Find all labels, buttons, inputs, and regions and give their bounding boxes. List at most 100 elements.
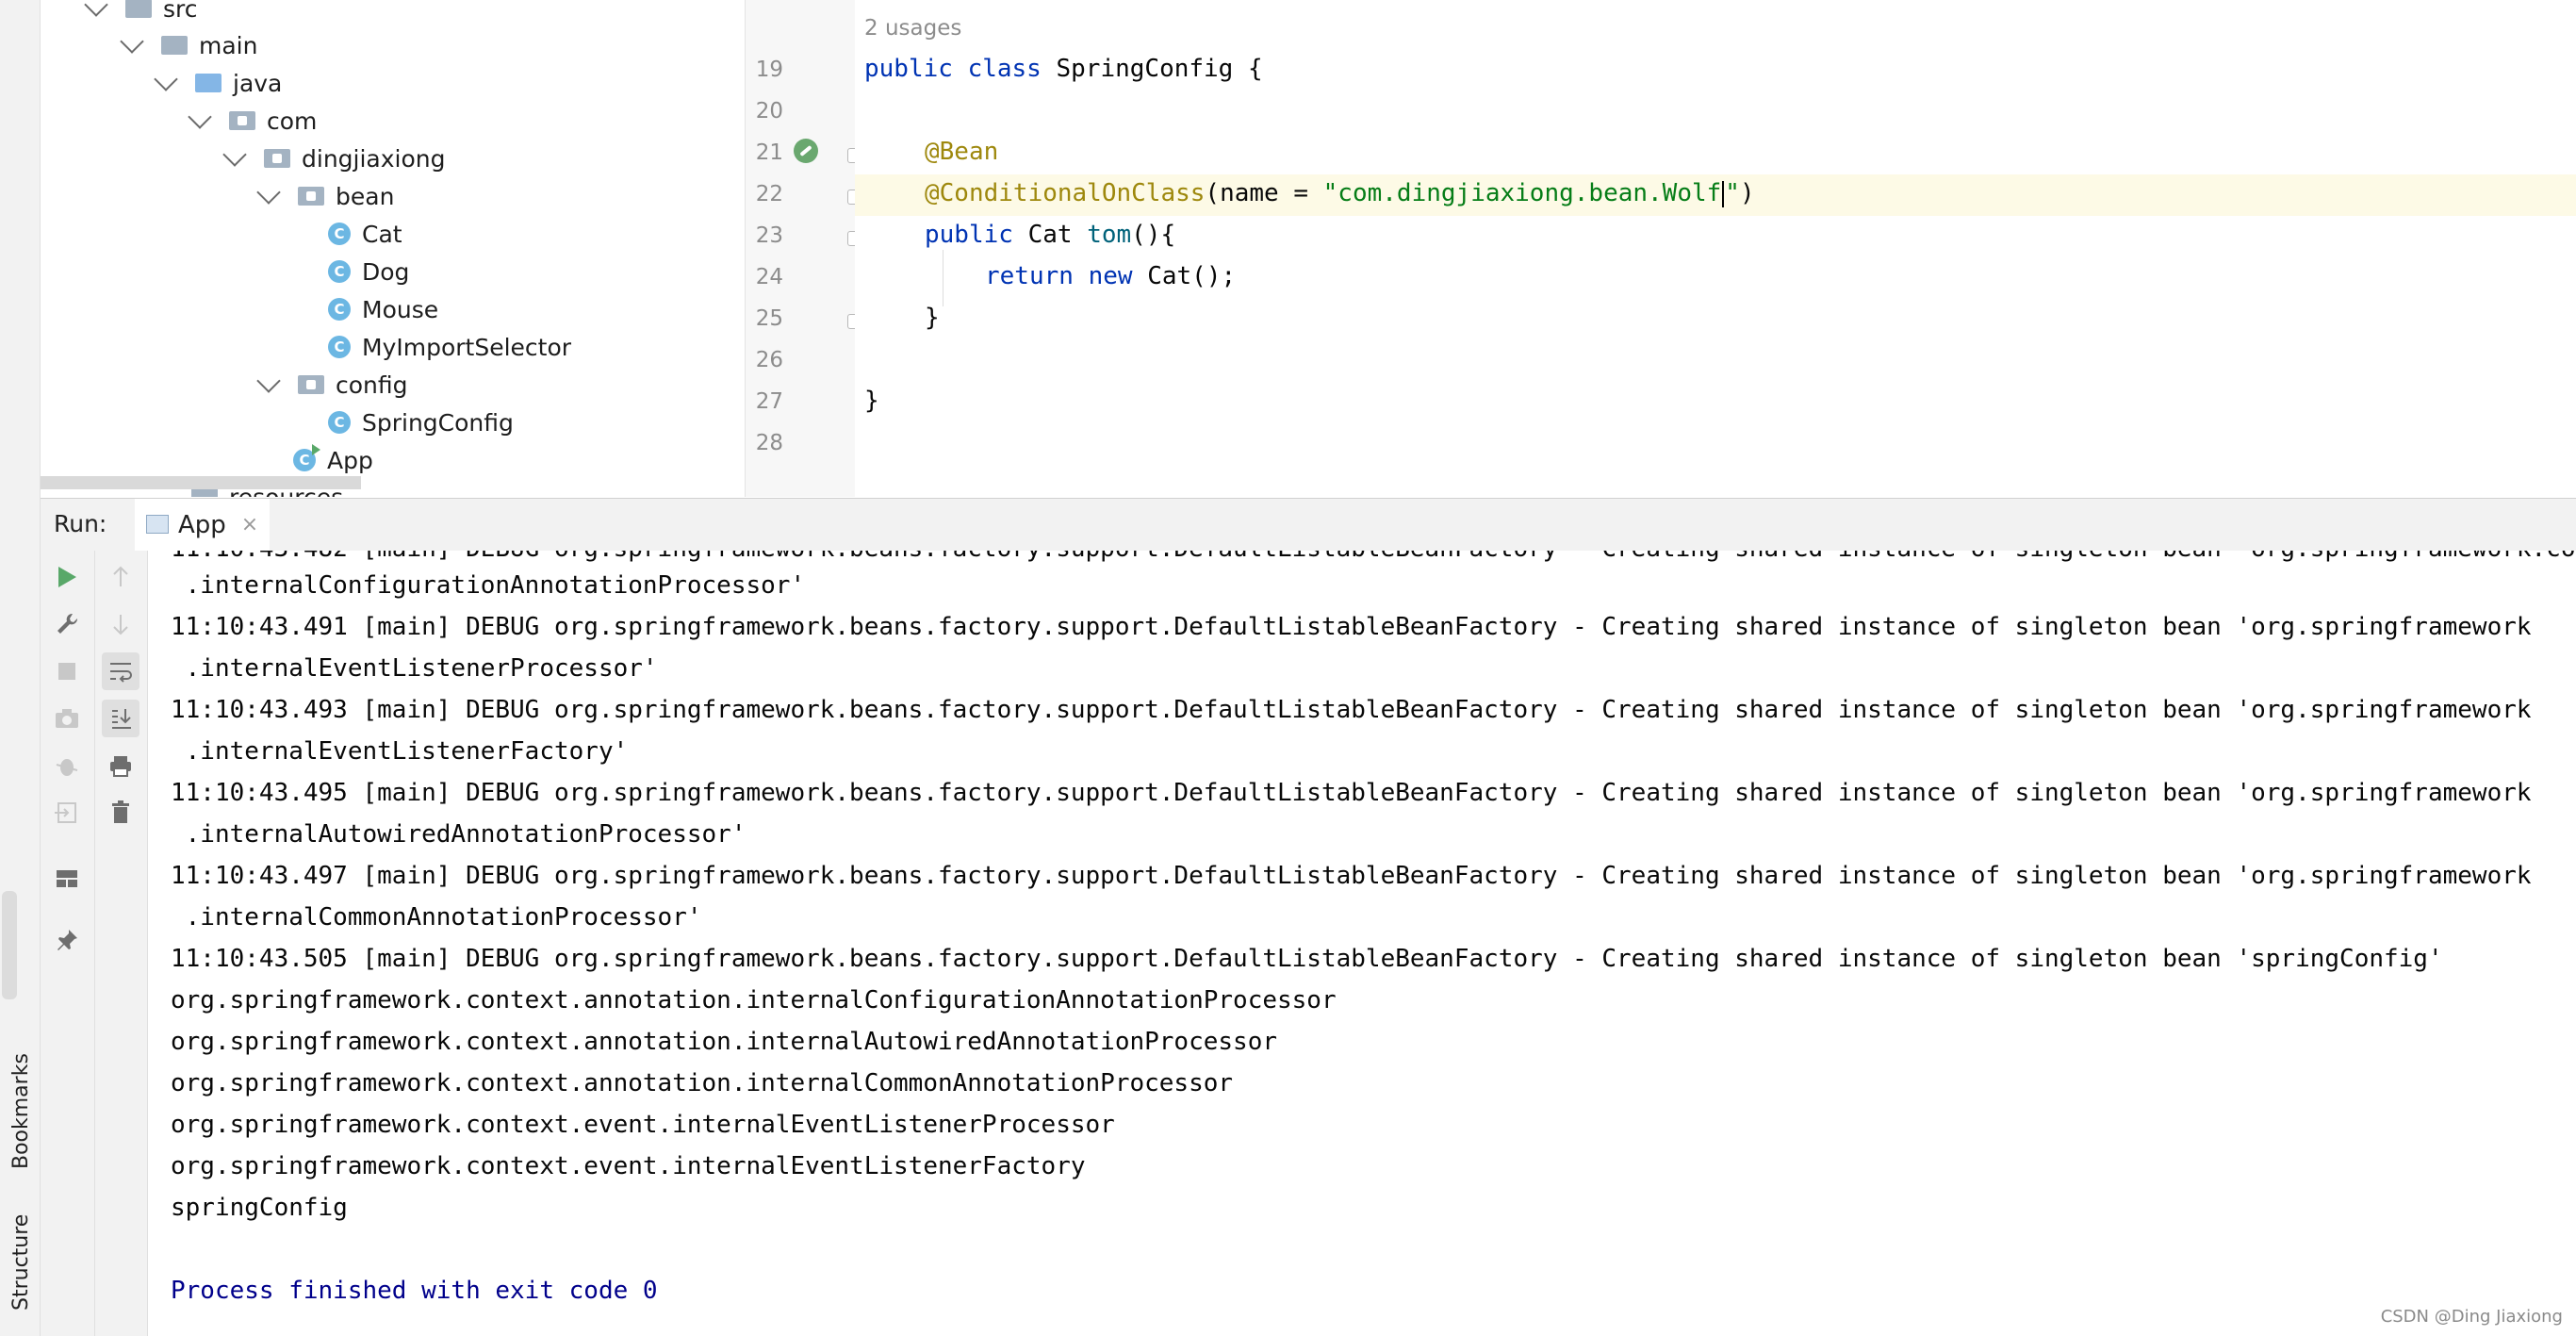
- tree-item-config[interactable]: config: [256, 367, 408, 403]
- tree-item-bean[interactable]: bean: [256, 178, 395, 214]
- line-number: 28: [755, 431, 783, 455]
- tree-item-label: java: [233, 69, 283, 97]
- run-toolbar-secondary: [95, 551, 148, 1336]
- code-line-25: }: [925, 304, 940, 332]
- chevron-down-icon[interactable]: [120, 29, 144, 54]
- tree-item-label: dingjiaxiong: [302, 144, 446, 173]
- close-icon[interactable]: ×: [240, 513, 259, 536]
- editor-gutter: 19 20 21 22 23 24 25 26 27 28: [745, 0, 862, 497]
- chevron-down-icon[interactable]: [84, 0, 108, 17]
- tree-item-main[interactable]: main: [120, 27, 258, 63]
- usages-hint[interactable]: 2 usages: [864, 16, 962, 41]
- code-line-27: }: [864, 387, 879, 415]
- left-tool-stripe: Bookmarks Structure: [0, 0, 41, 1336]
- tree-item-app[interactable]: C App: [293, 442, 373, 478]
- console-line: .internalEventListenerProcessor': [171, 654, 658, 683]
- package-icon: [298, 187, 324, 206]
- console-line: org.springframework.context.event.intern…: [171, 1152, 1086, 1180]
- tree-item-springconfig[interactable]: C SpringConfig: [328, 404, 514, 440]
- console-line: .internalCommonAnnotationProcessor': [171, 903, 702, 932]
- tree-item-mouse[interactable]: C Mouse: [328, 291, 438, 327]
- code-line-19: public class SpringConfig {: [864, 55, 1263, 83]
- layout-icon: [57, 870, 77, 887]
- package-icon: [229, 111, 255, 130]
- arrow-up-icon: [113, 566, 128, 586]
- layout-button[interactable]: [48, 860, 86, 898]
- chevron-down-icon[interactable]: [188, 105, 212, 129]
- code-editor[interactable]: 2 usages public class SpringConfig { @Be…: [855, 0, 2576, 497]
- line-number: 24: [755, 265, 783, 289]
- current-line-highlight: [855, 174, 2576, 216]
- chevron-down-icon[interactable]: [154, 67, 178, 91]
- console-line: 11:10:43.505 [main] DEBUG org.springfram…: [171, 945, 2443, 973]
- code-line-23: public Cat tom(){: [925, 221, 1176, 249]
- runnable-class-icon: C: [293, 444, 320, 471]
- app-tab-icon: [146, 515, 169, 534]
- watermark: CSDN @Ding Jiaxiong: [2380, 1307, 2563, 1327]
- tree-item-label: MyImportSelector: [362, 333, 572, 361]
- scroll-down-button[interactable]: [102, 605, 139, 643]
- tree-item-myimportselector[interactable]: C MyImportSelector: [328, 329, 571, 365]
- soft-wrap-button[interactable]: [102, 652, 139, 690]
- text-caret: [1722, 180, 1725, 207]
- tree-item-label: bean: [336, 182, 395, 210]
- structure-tab-label: Structure: [9, 1213, 33, 1311]
- modify-config-button[interactable]: [48, 605, 86, 643]
- tree-item-java[interactable]: java: [154, 65, 283, 101]
- run-tab-app[interactable]: App ×: [135, 499, 271, 553]
- line-number: 21: [755, 140, 783, 165]
- tree-item-dog[interactable]: C Dog: [328, 254, 409, 289]
- pin-tab-button[interactable]: [48, 921, 86, 959]
- line-number: 22: [755, 182, 783, 206]
- console-line: org.springframework.context.annotation.i…: [171, 1069, 1234, 1097]
- scroll-to-end-button[interactable]: [102, 700, 139, 737]
- stop-button[interactable]: [48, 652, 86, 690]
- console-line: 11:10:43.482 [main] DEBUG org.springfram…: [171, 551, 2576, 563]
- tree-horizontal-scrollbar[interactable]: [41, 476, 361, 489]
- class-icon: C: [328, 336, 351, 358]
- tree-item-label: Cat: [362, 220, 402, 248]
- console-line: org.springframework.context.annotation.i…: [171, 1028, 1277, 1056]
- line-number: 19: [755, 58, 783, 82]
- line-number: 26: [755, 348, 783, 372]
- tree-item-com[interactable]: com: [188, 103, 317, 139]
- line-number: 25: [755, 306, 783, 331]
- chevron-down-icon[interactable]: [222, 142, 247, 167]
- tree-item-label: App: [327, 446, 373, 474]
- structure-tab[interactable]: Structure: [0, 1214, 40, 1336]
- scroll-up-button[interactable]: [102, 558, 139, 596]
- rerun-button[interactable]: [48, 558, 86, 596]
- line-number: 27: [755, 389, 783, 414]
- tree-item-dingjiaxiong[interactable]: dingjiaxiong: [222, 140, 446, 176]
- run-toolbar-primary: [41, 551, 95, 1336]
- dump-threads-button[interactable]: [48, 700, 86, 737]
- process-finished-line: Process finished with exit code 0: [171, 1277, 658, 1305]
- printer-icon: [110, 756, 131, 777]
- exit-button[interactable]: [48, 794, 86, 832]
- bookmarks-tab-label: Bookmarks: [9, 1053, 33, 1169]
- package-icon: [298, 375, 324, 394]
- source-folder-icon: [195, 74, 222, 92]
- code-line-21: @Bean: [925, 138, 999, 166]
- class-icon: C: [328, 260, 351, 283]
- camera-icon: [56, 709, 78, 728]
- chevron-down-icon[interactable]: [256, 180, 281, 205]
- clear-all-button[interactable]: [102, 794, 139, 832]
- spring-bean-gutter-icon[interactable]: [794, 139, 818, 163]
- tree-item-src[interactable]: src: [84, 0, 198, 26]
- console-line: .internalConfigurationAnnotationProcesso…: [171, 571, 806, 600]
- folder-icon: [191, 487, 218, 497]
- chevron-down-icon[interactable]: [256, 369, 281, 393]
- stripe-resize-handle[interactable]: [2, 891, 17, 999]
- tree-item-label: main: [199, 31, 258, 59]
- run-window-header: Run: App ×: [41, 498, 2576, 553]
- print-button[interactable]: [102, 747, 139, 784]
- tree-item-label: src: [163, 0, 198, 23]
- folder-icon: [125, 0, 152, 18]
- debug-button[interactable]: [48, 747, 86, 784]
- arrow-down-icon: [113, 615, 128, 635]
- code-line-22: @ConditionalOnClass(name = "com.dingjiax…: [925, 179, 1755, 207]
- console-line: springConfig: [171, 1194, 348, 1222]
- console-output[interactable]: 11:10:43.482 [main] DEBUG org.springfram…: [148, 551, 2576, 1336]
- tree-item-cat[interactable]: C Cat: [328, 216, 402, 252]
